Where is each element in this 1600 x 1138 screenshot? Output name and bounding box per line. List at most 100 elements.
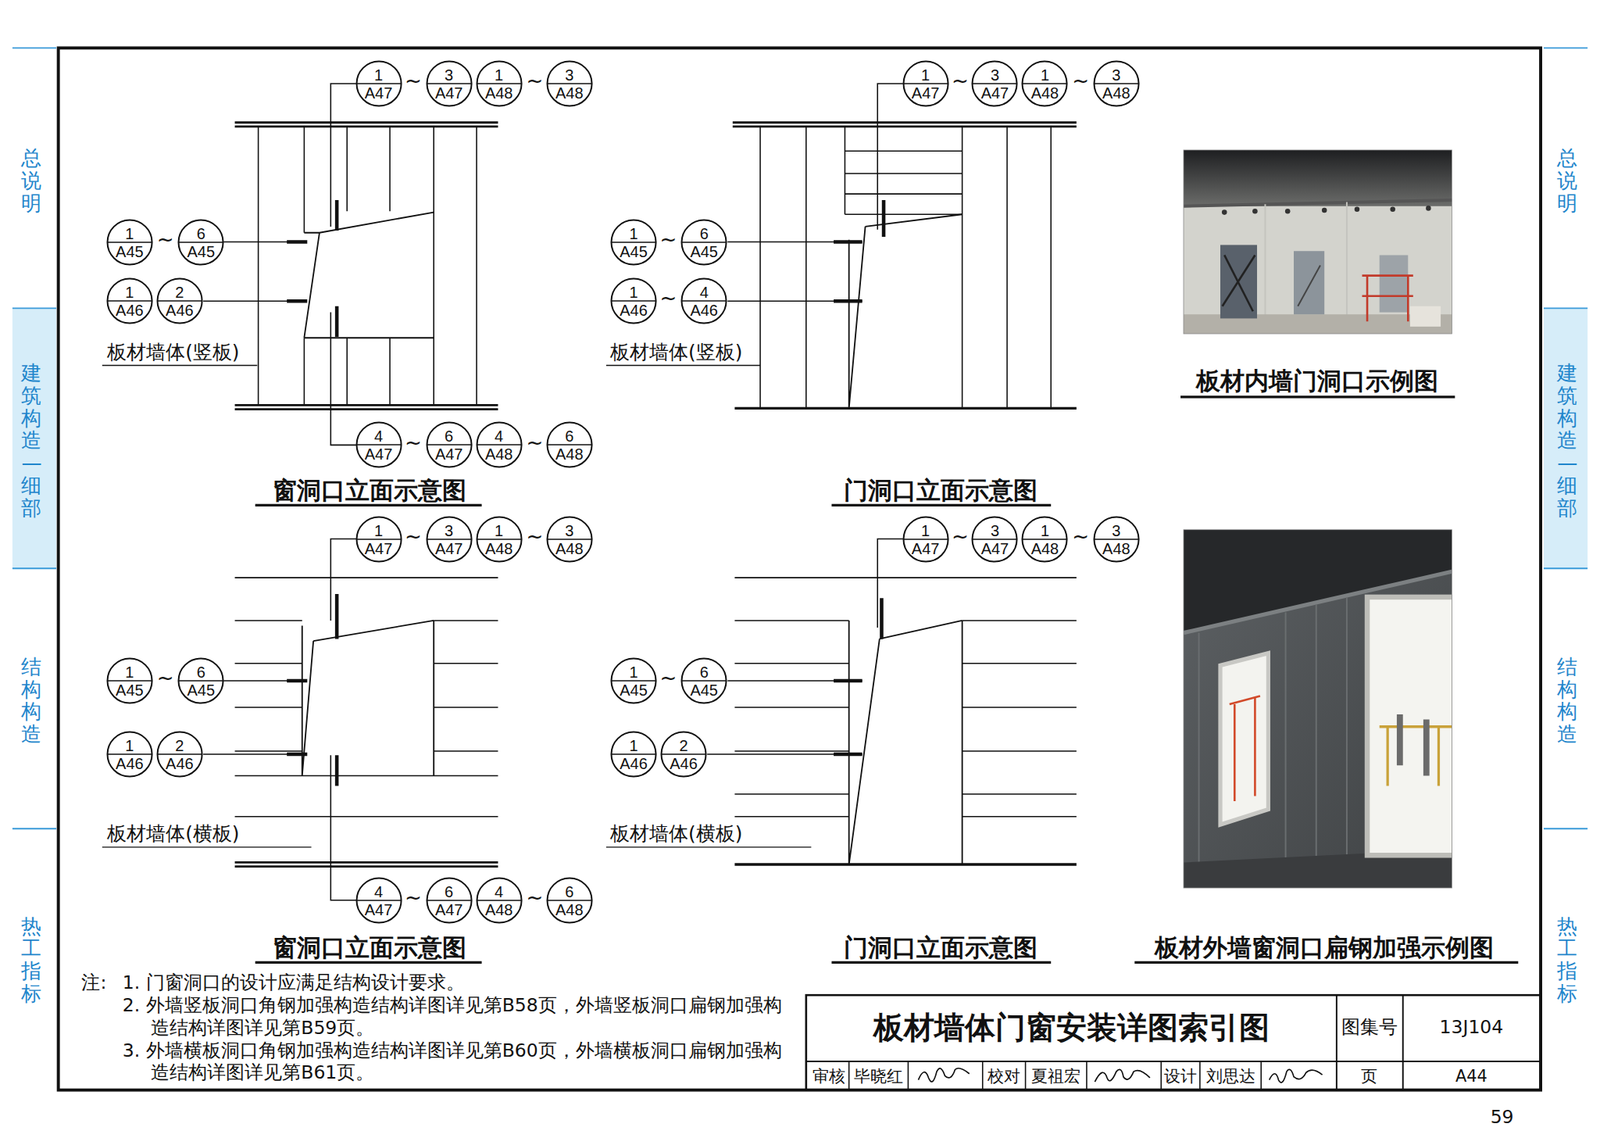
figure-caption: 门洞口立面示意图 bbox=[843, 932, 1038, 961]
index-callout: 4A48 bbox=[475, 876, 523, 924]
sheet-number: A45 bbox=[186, 243, 215, 260]
detail-number: 1 bbox=[125, 664, 134, 680]
range-tilde: ~ bbox=[525, 68, 543, 93]
sheet-number: A48 bbox=[1031, 85, 1060, 101]
sheet-number: A48 bbox=[485, 540, 514, 557]
detail-number: 1 bbox=[125, 225, 134, 242]
index-callout: 1A48 bbox=[475, 60, 523, 108]
index-callout: 3A47 bbox=[971, 60, 1018, 108]
title-block bbox=[806, 994, 1541, 1090]
sheet-number: A45 bbox=[689, 682, 718, 698]
table-cell: 设计 bbox=[1164, 1066, 1197, 1086]
sheet-number: A45 bbox=[186, 682, 215, 698]
side-tab: 建筑构造—细部 bbox=[1557, 362, 1578, 520]
detail-number: 3 bbox=[990, 522, 1000, 539]
detail-number: 6 bbox=[700, 664, 709, 680]
sheet-number: A46 bbox=[669, 755, 698, 772]
sheet-number: A48 bbox=[1031, 540, 1060, 557]
index-callout: 1A45 bbox=[106, 218, 154, 266]
range-tilde: ~ bbox=[525, 885, 543, 909]
note-heading: 注: bbox=[81, 971, 107, 993]
sheet-number: A47 bbox=[981, 540, 1010, 557]
table-cell: 夏祖宏 bbox=[1031, 1066, 1081, 1086]
sheet-number: A47 bbox=[435, 446, 464, 462]
sheet-number: A48 bbox=[555, 85, 584, 101]
photo-caption: 板材内墙门洞口示例图 bbox=[1196, 366, 1439, 395]
sheet-number: A47 bbox=[435, 85, 464, 101]
table-cell: 校对 bbox=[987, 1066, 1021, 1086]
range-tilde: ~ bbox=[660, 227, 678, 251]
wall-type-label: 板材墙体(横板) bbox=[107, 822, 240, 846]
detail-number: 1 bbox=[374, 522, 383, 539]
index-callout: 4A46 bbox=[680, 277, 728, 325]
index-callout: 1A47 bbox=[355, 515, 403, 563]
photo-interior-door-openings bbox=[1183, 150, 1452, 334]
index-callout: 6A45 bbox=[680, 657, 728, 704]
note-text: 1. 门窗洞口的设计应满足结构设计要求。 bbox=[122, 971, 465, 993]
sheet-number: A45 bbox=[689, 243, 718, 260]
door-elevation-vertical bbox=[606, 83, 1077, 408]
index-callout: 4A47 bbox=[355, 876, 403, 924]
detail-number: 6 bbox=[700, 225, 709, 242]
index-callout: 3A48 bbox=[546, 515, 593, 563]
index-callout: 6A45 bbox=[177, 218, 225, 266]
detail-number: 4 bbox=[494, 428, 504, 444]
range-tilde: ~ bbox=[660, 285, 678, 310]
sheet-number: A48 bbox=[485, 901, 514, 918]
range-tilde: ~ bbox=[157, 227, 175, 251]
sheet-number: A48 bbox=[1102, 540, 1131, 557]
detail-number: 6 bbox=[196, 225, 206, 242]
index-callout: 4A47 bbox=[355, 421, 403, 468]
detail-number: 6 bbox=[444, 883, 454, 900]
detail-number: 3 bbox=[1111, 522, 1121, 539]
index-callout: 6A45 bbox=[680, 218, 728, 266]
index-callout: 3A47 bbox=[971, 515, 1018, 563]
index-callout: 1A46 bbox=[106, 277, 154, 325]
index-callout: 1A45 bbox=[610, 657, 658, 704]
sheet-number: A46 bbox=[165, 302, 194, 318]
table-cell: A44 bbox=[1455, 1066, 1488, 1086]
index-callout: 3A48 bbox=[1092, 515, 1140, 563]
range-tilde: ~ bbox=[1071, 68, 1090, 93]
detail-number: 6 bbox=[444, 428, 454, 444]
range-tilde: ~ bbox=[951, 68, 969, 93]
detail-number: 4 bbox=[374, 883, 383, 900]
sheet-number: A47 bbox=[911, 540, 940, 557]
sheet-number: A46 bbox=[619, 302, 648, 318]
side-tab: 结构构造 bbox=[21, 655, 42, 746]
side-tab: 热工指标 bbox=[1557, 914, 1578, 1004]
index-callout: 6A48 bbox=[546, 876, 593, 924]
detail-number: 6 bbox=[564, 883, 574, 900]
detail-number: 1 bbox=[629, 664, 639, 680]
wall-type-label: 板材墙体(横板) bbox=[610, 822, 743, 846]
detail-number: 3 bbox=[990, 67, 1000, 83]
index-callout: 6A48 bbox=[546, 421, 593, 468]
side-tab: 总说明 bbox=[21, 146, 42, 215]
detail-number: 6 bbox=[564, 428, 574, 444]
detail-number: 4 bbox=[700, 284, 709, 300]
sheet-number: A46 bbox=[115, 755, 144, 772]
range-tilde: ~ bbox=[404, 885, 422, 909]
index-callout: 3A48 bbox=[546, 60, 593, 108]
detail-number: 2 bbox=[175, 737, 184, 754]
side-tab: 总说明 bbox=[1557, 146, 1578, 215]
index-callout: 1A46 bbox=[610, 277, 658, 325]
table-cell: 刘思达 bbox=[1206, 1066, 1256, 1086]
index-callout: 1A46 bbox=[106, 730, 154, 778]
photo-caption: 板材外墙窗洞口扁钢加强示例图 bbox=[1154, 932, 1494, 961]
figure-caption: 窗洞口立面示意图 bbox=[272, 932, 467, 961]
detail-number: 1 bbox=[921, 522, 930, 539]
detail-number: 2 bbox=[679, 737, 689, 754]
sheet-number: A47 bbox=[364, 85, 393, 101]
sheet-number: A48 bbox=[555, 901, 584, 918]
index-callout: 6A45 bbox=[177, 657, 225, 704]
figure-caption: 窗洞口立面示意图 bbox=[272, 475, 467, 504]
index-callout: 3A47 bbox=[425, 515, 473, 563]
sheet-number: A45 bbox=[619, 243, 648, 260]
sheet-frame bbox=[58, 47, 1541, 1090]
index-callout: 1A46 bbox=[610, 730, 658, 778]
side-tab: 结构构造 bbox=[1557, 655, 1578, 746]
sheet-number: A45 bbox=[619, 682, 648, 698]
index-callout: 6A47 bbox=[425, 876, 473, 924]
